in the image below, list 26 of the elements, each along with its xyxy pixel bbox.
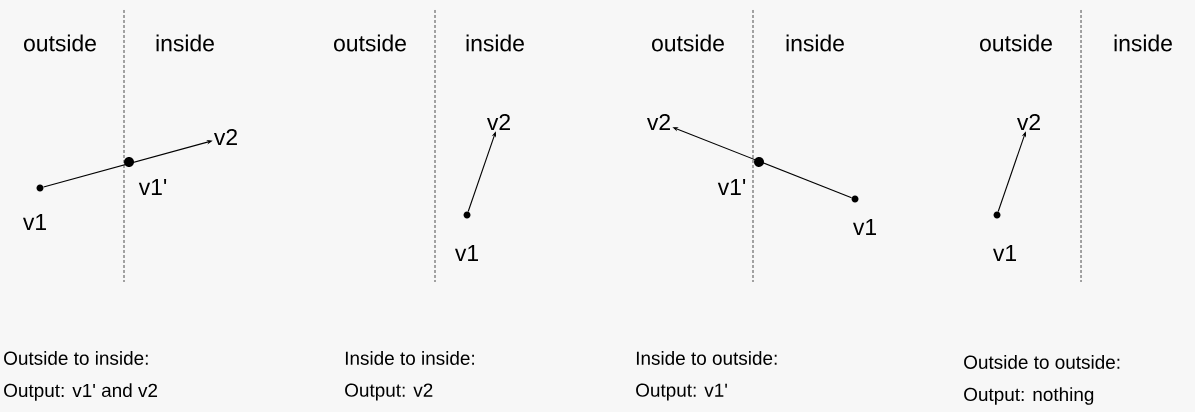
region-label: inside xyxy=(786,34,844,52)
vertex-label: v1' xyxy=(138,179,167,195)
vertex-label: v1 xyxy=(853,219,876,235)
vertex-label: v1 xyxy=(993,245,1016,261)
region-label: outside xyxy=(652,34,724,52)
vertex-label: v1 xyxy=(455,245,478,261)
region-label: outside xyxy=(24,34,96,52)
caption-text: Inside to outside: xyxy=(636,351,777,365)
vertex-label: v1 xyxy=(23,214,46,230)
caption-text: Output: v1' and v2 xyxy=(4,383,158,401)
region-label: inside xyxy=(156,34,214,52)
caption-text: Output: v1' xyxy=(636,383,727,401)
region-label: inside xyxy=(466,34,524,52)
region-label: outside xyxy=(980,34,1052,52)
vertex-label: v1' xyxy=(717,179,746,195)
region-label: outside xyxy=(334,34,406,52)
caption-text: Outside to inside: xyxy=(4,351,148,365)
caption-text: Output: v2 xyxy=(345,383,433,401)
vertex-label: v2 xyxy=(214,129,237,145)
caption-text: Output: nothing xyxy=(964,387,1094,405)
vertex-label: v2 xyxy=(1017,114,1040,130)
vertex-label: v2 xyxy=(647,114,670,130)
caption-text: Outside to outside: xyxy=(964,355,1120,369)
region-label: inside xyxy=(1114,34,1172,52)
vertex-label: v2 xyxy=(487,114,510,130)
caption-text: Inside to inside: xyxy=(345,351,474,365)
